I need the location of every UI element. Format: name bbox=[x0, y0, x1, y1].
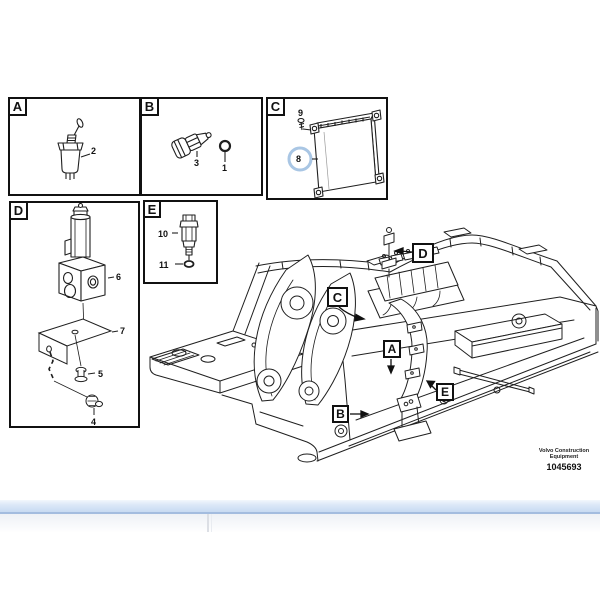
detail-panel-e: E 10 11 bbox=[143, 200, 218, 284]
panel-letter-b[interactable]: B bbox=[140, 97, 159, 116]
window-edge-divider bbox=[207, 514, 209, 532]
sensor-drawing bbox=[172, 214, 199, 268]
window-edge-body bbox=[0, 514, 600, 533]
detail-panel-d: D bbox=[9, 201, 140, 428]
callout-b[interactable]: B bbox=[332, 405, 349, 423]
panel-letter-d[interactable]: D bbox=[9, 201, 28, 220]
part-label-8[interactable]: 8 bbox=[296, 154, 302, 164]
panel-letter-a[interactable]: A bbox=[8, 97, 27, 116]
part-label-7[interactable]: 7 bbox=[120, 326, 126, 336]
part-label-6[interactable]: 6 bbox=[116, 272, 122, 282]
pressure-sensor-drawing bbox=[171, 132, 232, 162]
callout-c[interactable]: C bbox=[327, 287, 348, 307]
part-label-3[interactable]: 3 bbox=[194, 158, 200, 168]
callout-e[interactable]: E bbox=[436, 383, 454, 401]
drawing-footer: Volvo Construction Equipment 1045693 bbox=[531, 448, 597, 472]
callout-d[interactable]: D bbox=[412, 243, 434, 263]
callout-a[interactable]: A bbox=[383, 340, 401, 358]
part-label-9[interactable]: 9 bbox=[298, 108, 304, 118]
detail-panel-c: C 9 8 bbox=[266, 97, 388, 200]
brand-name: Volvo Construction Equipment bbox=[531, 448, 597, 460]
toggle-switch-drawing bbox=[57, 118, 91, 180]
part-label-2[interactable]: 2 bbox=[91, 146, 97, 156]
detail-panel-b: B 3 1 bbox=[140, 97, 263, 196]
brand-line-2: Equipment bbox=[549, 454, 579, 460]
window-edge-divider-light bbox=[211, 514, 212, 532]
control-unit-drawing bbox=[287, 109, 385, 198]
part-label-1[interactable]: 1 bbox=[222, 163, 228, 173]
part-label-4[interactable]: 4 bbox=[91, 417, 97, 427]
valve-assembly-drawing bbox=[37, 203, 119, 415]
panel-letter-c[interactable]: C bbox=[266, 97, 285, 116]
part-label-5[interactable]: 5 bbox=[98, 369, 104, 379]
window-edge-bar bbox=[0, 500, 600, 514]
brand-line-1: Volvo Construction bbox=[538, 448, 590, 454]
chassis-assembly-drawing bbox=[149, 227, 599, 463]
part-label-10[interactable]: 10 bbox=[158, 229, 169, 239]
drawing-number: 1045693 bbox=[546, 462, 582, 472]
selected-part-highlight bbox=[287, 146, 313, 172]
detail-panel-a: A 2 bbox=[8, 97, 141, 196]
part-label-11[interactable]: 11 bbox=[159, 260, 169, 270]
panel-letter-e[interactable]: E bbox=[143, 200, 161, 218]
